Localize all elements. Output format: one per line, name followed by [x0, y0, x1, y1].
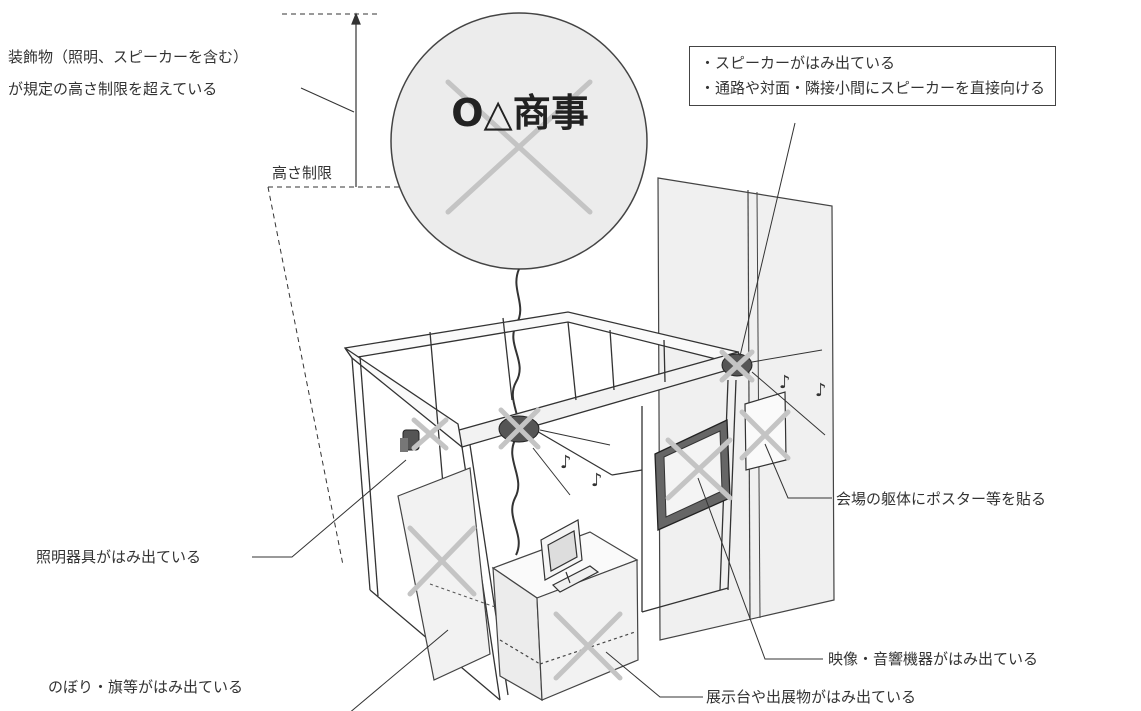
- height-limit-label: 高さ制限: [272, 164, 333, 182]
- music-note-icon: ♪: [779, 372, 791, 393]
- music-note-icon: ♪: [815, 380, 827, 401]
- banner-label: のぼり・旗等がはみ出ている: [48, 678, 244, 696]
- video-audio-label: 映像・音響機器がはみ出ている: [828, 650, 1039, 668]
- decor-label-line1: 装飾物（照明、スピーカーを含む）: [8, 48, 249, 66]
- music-note-icon: ♪: [591, 470, 603, 491]
- monitor: [540, 519, 600, 593]
- sound-lines: [532, 349, 826, 496]
- display-stand-label: 展示台や出展物がはみ出ている: [706, 688, 917, 706]
- lighting-label: 照明器具がはみ出ている: [36, 548, 202, 566]
- speaker-callout-box: ・スピーカーがはみ出ている ・通路や対面・隣接小間にスピーカーを直接向ける: [689, 46, 1057, 106]
- banner-panel: [397, 467, 491, 681]
- decor-leader-line: [300, 87, 355, 113]
- poster-label: 会場の躯体にポスター等を貼る: [836, 490, 1047, 508]
- leader-lines: [252, 122, 832, 711]
- speaker-callout-line2: ・通路や対面・隣接小間にスピーカーを直接向ける: [700, 79, 1046, 97]
- height-arrow: [351, 12, 361, 187]
- cross-marks: [407, 79, 791, 681]
- speaker-callout-line1: ・スピーカーがはみ出ている: [700, 54, 896, 72]
- balloon-logo: O△商事: [451, 91, 589, 135]
- music-note-icon: ♪: [560, 452, 572, 473]
- decor-label-line2: が規定の高さ制限を超えている: [8, 80, 218, 98]
